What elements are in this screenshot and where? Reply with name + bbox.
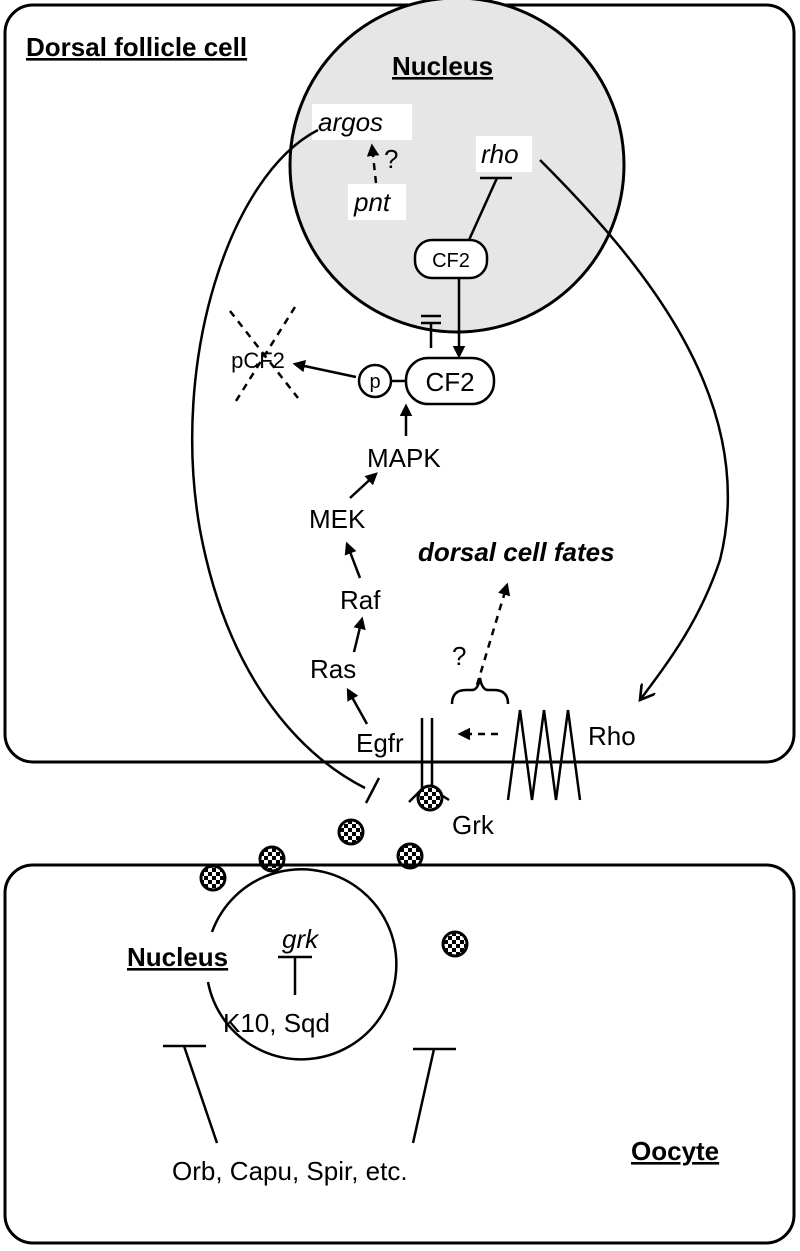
raf-label: Raf — [340, 585, 381, 615]
egfr-to-ras-arrow — [346, 687, 369, 725]
dorsal-cell-fates-label: dorsal cell fates — [418, 537, 615, 567]
grk-ligand-oocyte — [441, 930, 469, 958]
oocyte-nucleus-title: Nucleus — [127, 942, 228, 972]
fates-dashed-arrow — [475, 582, 511, 686]
mek-label: MEK — [309, 504, 366, 534]
nucleus-question-mark: ? — [384, 144, 398, 174]
oocyte-outline — [3, 863, 796, 1245]
pnt-label-box — [348, 184, 406, 220]
mek-to-mapk-arrow — [349, 472, 378, 499]
cytoplasmic-cf2-box — [404, 356, 496, 406]
p-to-pcf2-arrow — [292, 359, 357, 379]
argos-inhibition-curve — [190, 128, 366, 790]
rho-expression-curve — [539, 159, 730, 700]
follicle-cell-outline — [3, 3, 796, 764]
mapk-label: MAPK — [367, 443, 441, 473]
argos-label-box — [312, 104, 412, 140]
pnt-to-argos-arrow — [366, 143, 380, 184]
rho-gene-label: rho — [481, 139, 519, 169]
follicle-nucleus — [288, 0, 626, 334]
receptor-brace — [450, 677, 510, 705]
ras-to-raf-arrow — [352, 616, 366, 653]
grk-ligand-secreted-4 — [199, 864, 227, 892]
rho-protein-label: Rho — [588, 721, 636, 751]
k10-sqd-label: K10, Sqd — [223, 1008, 330, 1038]
rho-label-box — [476, 136, 532, 172]
grk-ligand-secreted-1 — [337, 818, 365, 846]
regulators-left-stem — [182, 1045, 219, 1144]
grk-ligand-secreted-2 — [258, 845, 286, 873]
oocyte-nucleus — [206, 868, 398, 1061]
regulators-right-stem — [411, 1048, 436, 1144]
grk-ligand-secreted-3 — [396, 842, 424, 870]
fates-question-mark: ? — [452, 641, 466, 671]
cytoplasmic-cf2-label: CF2 — [425, 367, 474, 397]
pcf2-label: pCF2 — [231, 348, 285, 373]
follicle-nucleus-title: Nucleus — [392, 51, 493, 81]
raf-to-mek-arrow — [344, 541, 362, 579]
grk-ligand-bound — [416, 784, 444, 812]
ras-label: Ras — [310, 654, 356, 684]
nuclear-cf2-box — [413, 238, 489, 280]
grk-gene-label: grk — [282, 924, 320, 954]
follicle-cell-title: Dorsal follicle cell — [26, 32, 247, 62]
nuclear-cf2-label: CF2 — [432, 250, 470, 272]
regulators-label: Orb, Capu, Spir, etc. — [172, 1156, 408, 1186]
cf2-repress-rho-line — [467, 177, 499, 241]
argos-gene-label: argos — [318, 107, 383, 137]
rho-transmembrane-zigzag — [506, 709, 582, 801]
egfr-label: Egfr — [356, 728, 404, 758]
argos-inhibition-bar — [364, 777, 381, 804]
grk-label: Grk — [452, 810, 495, 840]
oocyte-title: Oocyte — [631, 1136, 719, 1166]
phosphate-label: p — [369, 371, 380, 393]
pnt-gene-label: pnt — [353, 187, 392, 217]
pcf2-cross-b — [234, 306, 297, 402]
